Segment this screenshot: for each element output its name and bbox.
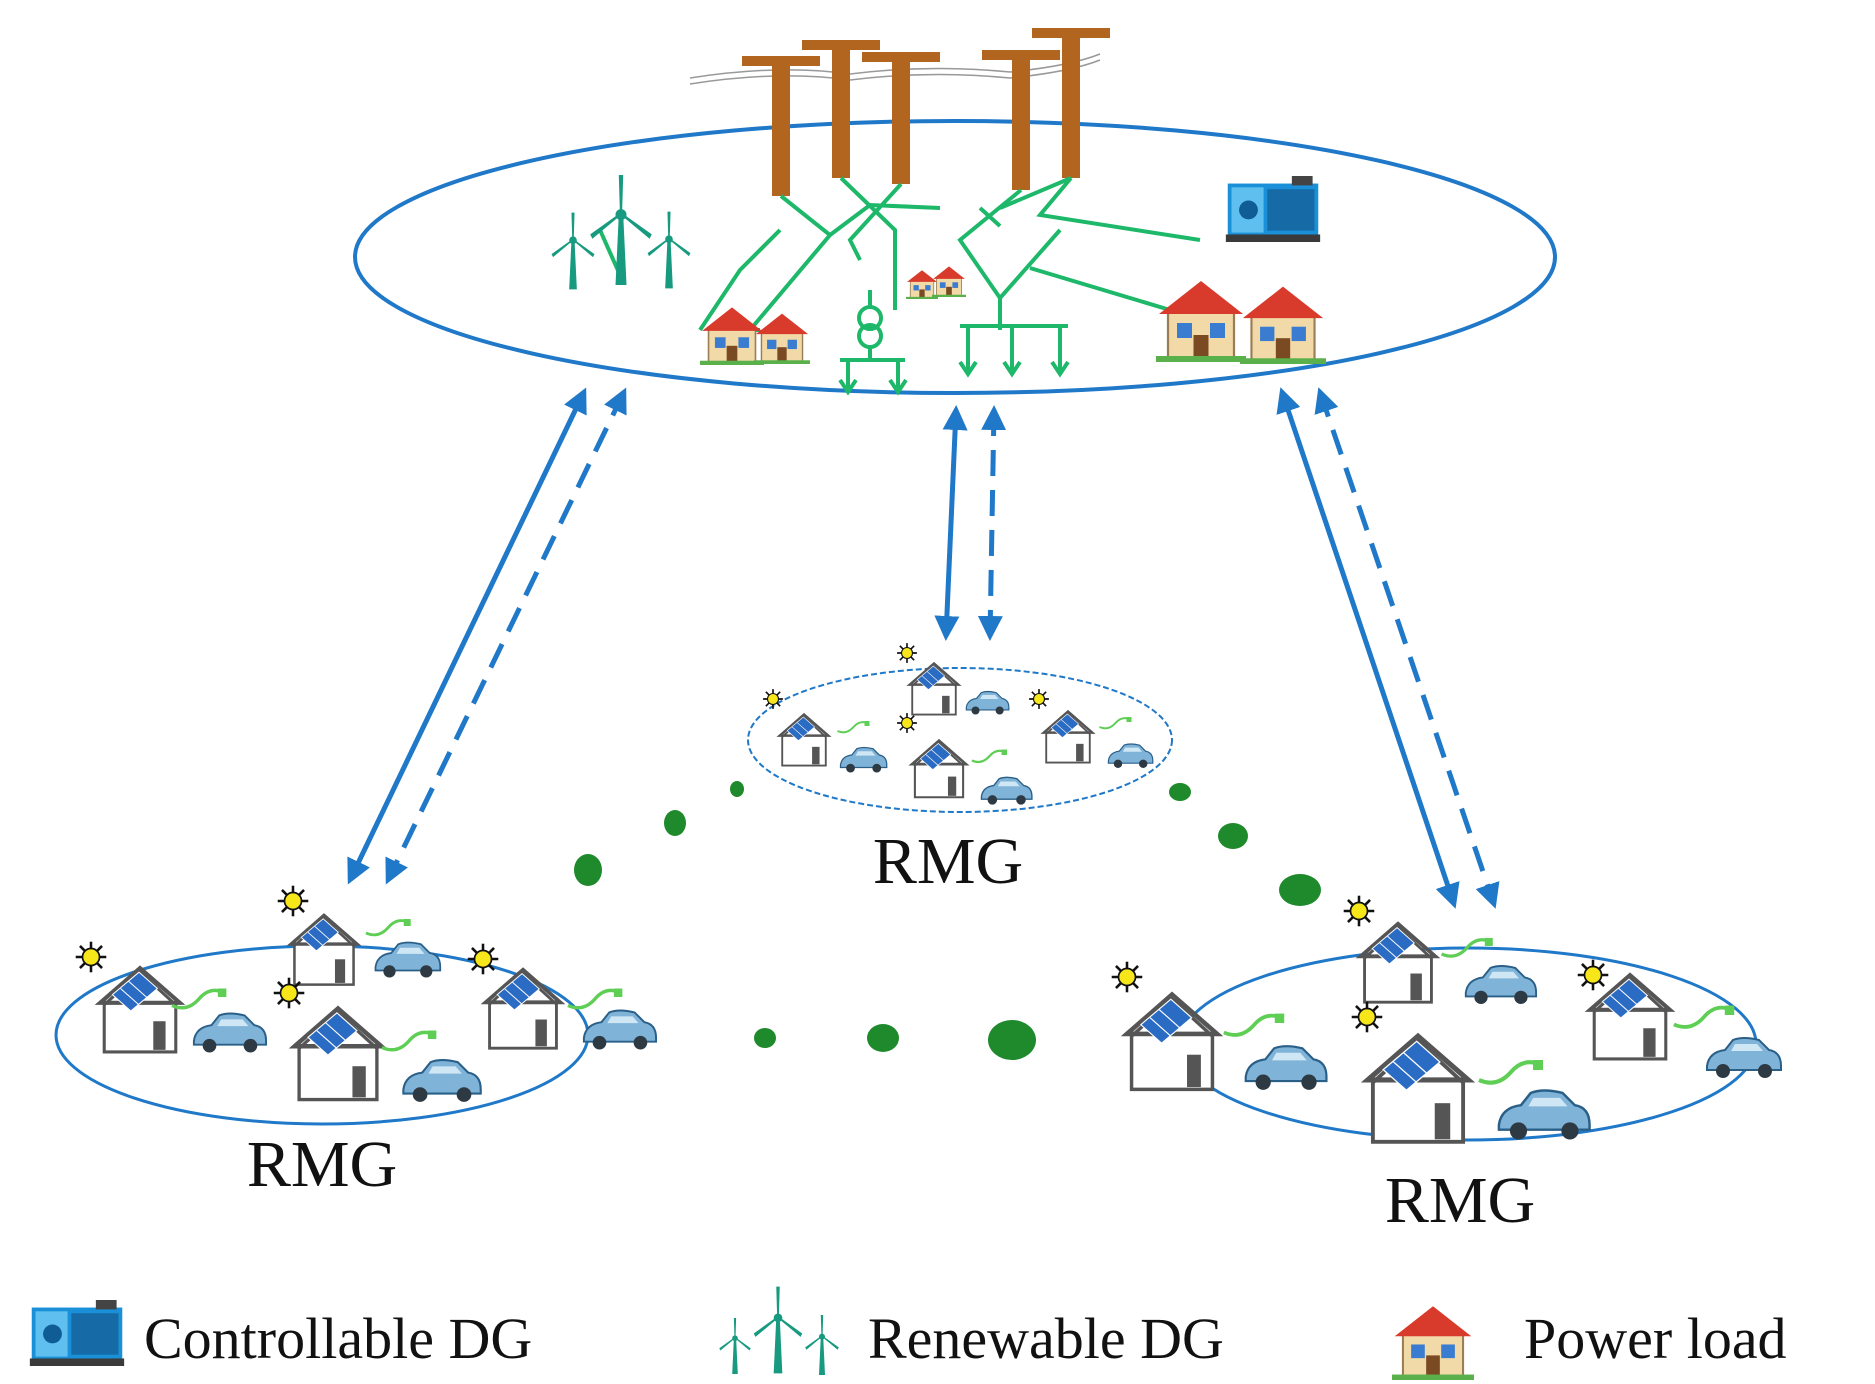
legend-item-renewable-dg: Renewable DG	[719, 1286, 1224, 1375]
rmg-cluster-middle: RMG	[747, 642, 1173, 898]
rmg-label: RMG	[1385, 1164, 1535, 1237]
rmg-boundary	[747, 667, 1173, 813]
ellipsis-dot	[988, 1020, 1036, 1060]
power-line-wires	[689, 53, 1101, 85]
sun-icon	[276, 884, 310, 918]
rmg-cluster-right: RMG	[1110, 894, 1783, 1237]
main-grid	[353, 28, 1557, 396]
controllable-dg-icon	[29, 1300, 125, 1366]
power-flow-arrow-right	[1276, 387, 1460, 909]
sun-icon	[896, 642, 918, 664]
rmg-cluster-left: RMG	[54, 884, 658, 1201]
utility-pole	[1032, 28, 1110, 178]
ellipsis-dot	[1279, 874, 1321, 906]
utility-pole	[982, 50, 1060, 190]
info-flow-arrow-right	[1314, 387, 1500, 909]
ellipsis-dot	[664, 810, 686, 836]
sun-icon	[762, 688, 784, 710]
utility-pole	[802, 40, 880, 178]
sun-icon	[1576, 958, 1610, 992]
wind-turbine-icon	[719, 1318, 751, 1374]
pv-house-icon	[289, 913, 359, 987]
car-icon	[582, 1009, 658, 1051]
power-flow-arrow-left	[347, 387, 587, 885]
rmg-boundary	[1178, 946, 1758, 1142]
sun-icon	[272, 976, 306, 1010]
legend-label: Power load	[1524, 1306, 1787, 1371]
info-flow-arrow-middle	[977, 405, 1007, 641]
plug-icon	[566, 986, 625, 1010]
legend-label: Controllable DG	[144, 1306, 532, 1371]
ellipsis-dot	[754, 1028, 776, 1048]
load-bus-icon	[958, 324, 1070, 378]
sun-icon	[74, 940, 108, 974]
ellipsis-dot	[574, 854, 602, 886]
controllable-dg-icon	[1225, 176, 1321, 242]
ellipsis-dot	[1169, 783, 1191, 801]
plug-icon	[364, 917, 413, 937]
ellipsis-dot	[867, 1024, 899, 1052]
main-grid-boundary	[353, 119, 1557, 395]
transformer-icon	[838, 290, 908, 396]
ellipsis-dot	[730, 781, 744, 797]
wind-turbine-icon	[805, 1315, 839, 1375]
connection-arrows	[347, 387, 1500, 909]
rmg-label: RMG	[247, 1128, 397, 1201]
pv-house-icon	[1358, 921, 1438, 1005]
rmg-label: RMG	[873, 825, 1023, 898]
continuation-dots	[574, 781, 1321, 1060]
utility-pole	[742, 56, 820, 196]
utility-pole	[862, 52, 940, 184]
legend: Controllable DG Renewable DG Power load	[29, 1286, 1787, 1380]
legend-label: Renewable DG	[868, 1306, 1224, 1371]
ellipsis-dot	[1218, 823, 1248, 849]
utility-poles	[742, 28, 1110, 196]
wind-turbine-icon	[753, 1286, 803, 1374]
legend-item-controllable-dg: Controllable DG	[29, 1300, 532, 1371]
sun-icon	[896, 712, 918, 734]
sun-icon	[1342, 894, 1376, 928]
house-icon	[1390, 1305, 1476, 1380]
sun-icon	[1350, 1000, 1384, 1034]
power-flow-arrow-middle	[934, 405, 968, 641]
legend-item-power-load: Power load	[1390, 1305, 1787, 1380]
sun-icon	[1110, 960, 1144, 994]
sun-icon	[466, 942, 500, 976]
sun-icon	[1028, 688, 1050, 710]
info-flow-arrow-left	[385, 387, 627, 885]
